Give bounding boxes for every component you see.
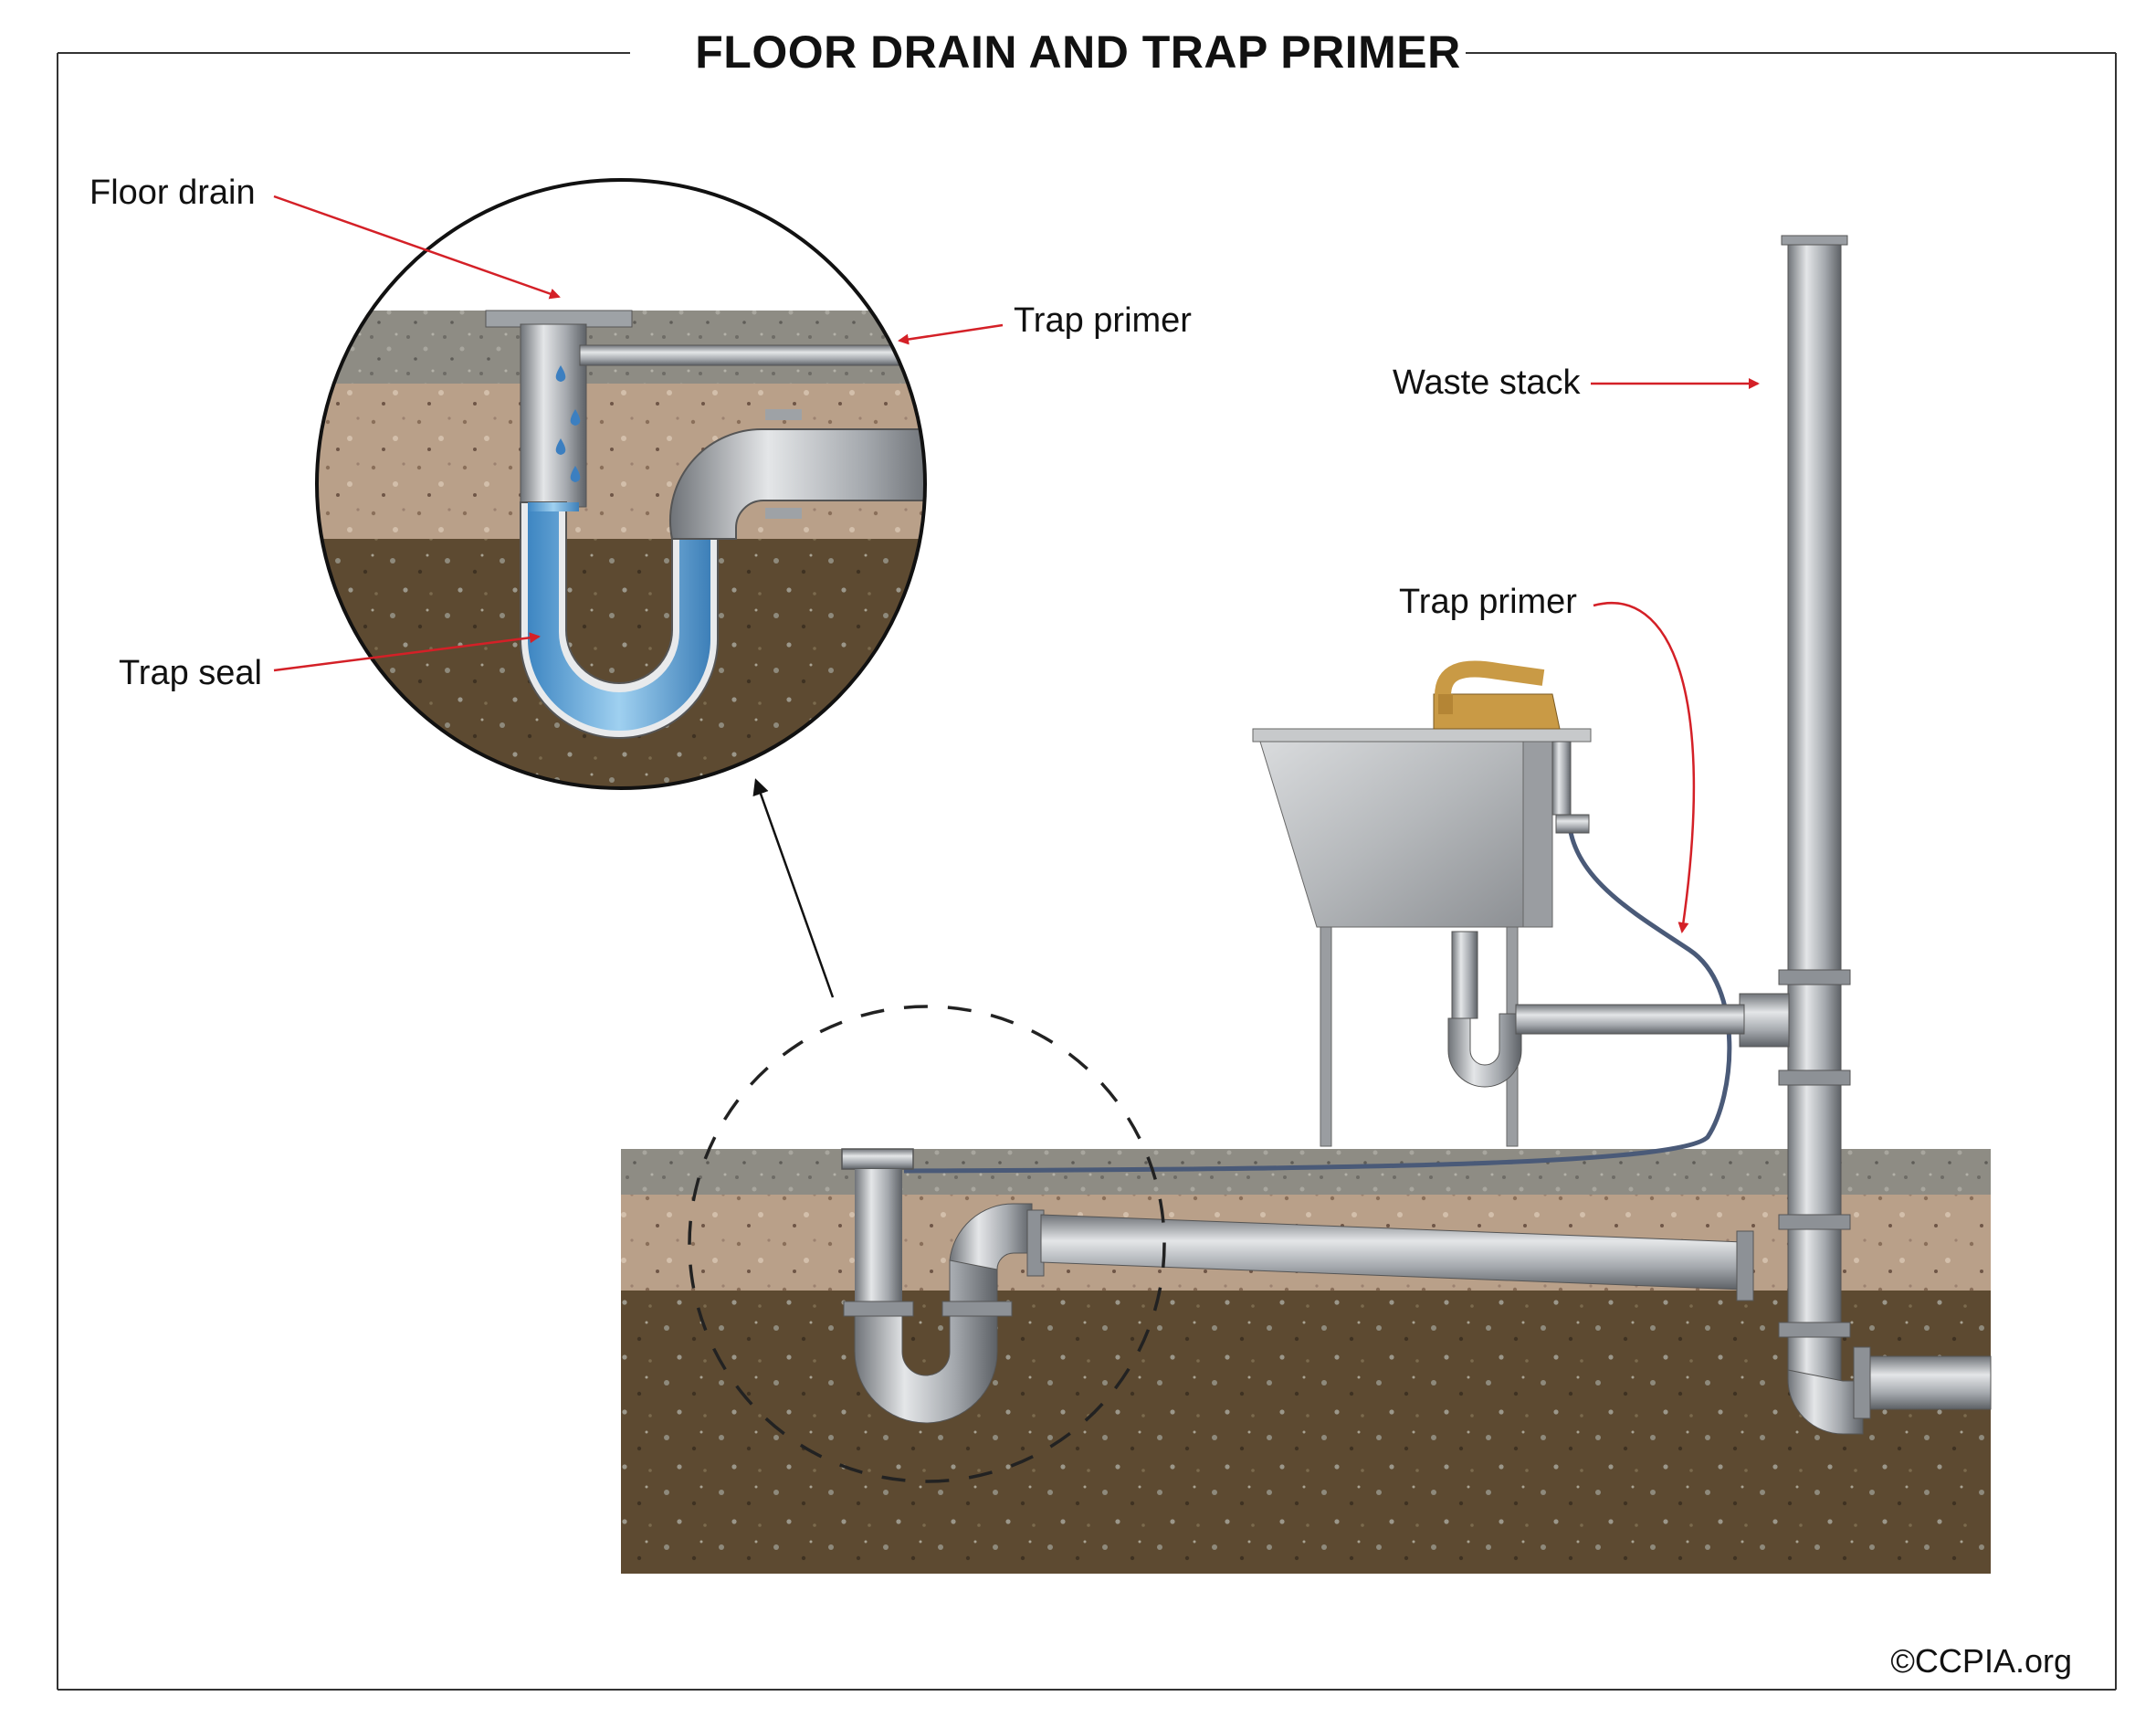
- trap-primer-tube: [903, 814, 1732, 1174]
- diagram-title: FLOOR DRAIN AND TRAP PRIMER: [695, 26, 1461, 78]
- detail-circle-border: [315, 178, 927, 790]
- label-floor-drain: Floor drain: [89, 174, 256, 212]
- label-arrows: [273, 195, 1760, 933]
- floor-drain-assembly: [841, 1148, 1045, 1424]
- callout-arrow: [752, 778, 835, 998]
- ground-section: [621, 1149, 1991, 1574]
- faucet: [1433, 693, 1561, 730]
- detail-view: [317, 180, 925, 788]
- copyright-notice: ©CCPIA.org: [1890, 1642, 2072, 1680]
- callout-circle: [688, 1005, 1166, 1483]
- utility-sink: [1252, 660, 1745, 1147]
- label-trap-primer-main: Trap primer: [1399, 583, 1577, 621]
- frame: [57, 52, 2117, 1691]
- waste-stack-pipe: [1739, 235, 1992, 1435]
- label-trap-primer-detail: Trap primer: [1014, 301, 1192, 340]
- label-waste-stack: Waste stack: [1393, 364, 1581, 402]
- label-trap-seal: Trap seal: [119, 654, 262, 692]
